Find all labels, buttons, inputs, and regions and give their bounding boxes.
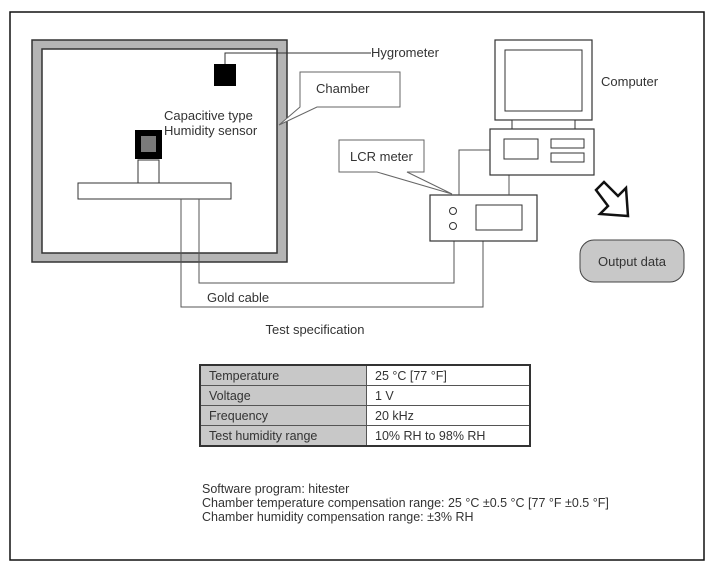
computer-drive-bottom: [550, 152, 585, 163]
hygrometer-label: Hygrometer: [371, 45, 440, 60]
sensor-stand: [137, 159, 160, 184]
lcr-computer-cable-2: [458, 149, 490, 195]
computer-drive-top: [550, 138, 585, 149]
computer-screen: [504, 49, 583, 112]
gold-cable-2: [198, 199, 455, 284]
sensor-label-line2: Humidity sensor: [164, 123, 258, 138]
output-data-label: Output data: [598, 254, 667, 269]
lcr-knob-top: [449, 207, 457, 215]
gold-cable-label: Gold cable: [207, 290, 269, 305]
output-data-box: [579, 239, 685, 283]
hygrometer-leader: [224, 52, 371, 64]
sample-shelf: [77, 182, 232, 200]
lcr-callout: [338, 139, 453, 195]
chamber-label: Chamber: [316, 81, 370, 96]
output-arrow: [594, 180, 630, 218]
test-spec-title: Test specification: [265, 322, 365, 337]
gold-cable-1: [180, 199, 484, 308]
spec-param: Temperature: [199, 364, 367, 386]
spec-param: Frequency: [199, 405, 367, 426]
lcr-meter-label: LCR meter: [350, 149, 414, 164]
chamber-callout: [278, 71, 401, 126]
spec-value: 20 kHz: [366, 405, 531, 426]
lcr-display: [475, 204, 523, 231]
sensor-label-line1: Capacitive type: [164, 108, 253, 123]
computer-drive-left: [503, 138, 539, 160]
spec-param: Voltage: [199, 385, 367, 406]
notes-block: Software program: hitester Chamber tempe…: [202, 482, 609, 524]
spec-param: Test humidity range: [199, 425, 367, 447]
lcr-knob-bottom: [449, 222, 457, 230]
monitor-stand: [511, 119, 576, 130]
hygrometer-box: [214, 64, 236, 86]
figure-border: [9, 11, 705, 561]
spec-value: 25 °C [77 °F]: [366, 364, 531, 386]
note-humidity-range: Chamber humidity compensation range: ±3%…: [202, 510, 474, 524]
note-temperature-range: Chamber temperature compensation range: …: [202, 496, 609, 510]
humidity-sensor-element: [141, 136, 156, 152]
computer-label: Computer: [601, 74, 659, 89]
spec-value: 10% RH to 98% RH: [366, 425, 531, 447]
note-software: Software program: hitester: [202, 482, 350, 496]
spec-value: 1 V: [366, 385, 531, 406]
